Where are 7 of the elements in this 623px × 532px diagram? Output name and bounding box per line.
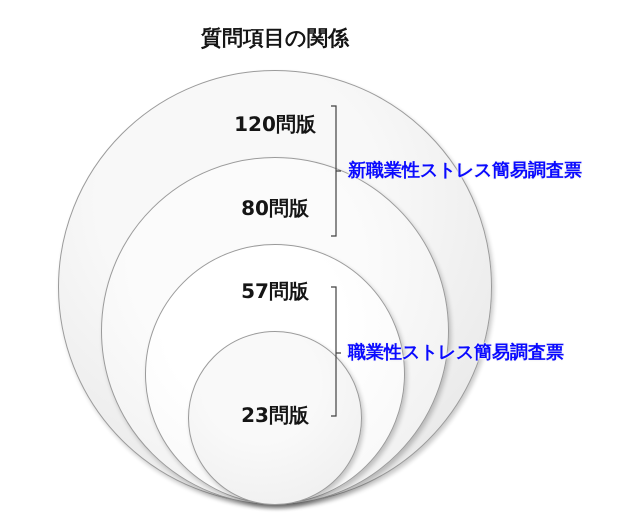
circle-label: 80問版 (241, 196, 309, 220)
circle-label: 57問版 (241, 279, 309, 303)
circle-label: 120問版 (234, 112, 316, 136)
bracket-label: 職業性ストレス簡易調査票 (348, 342, 564, 364)
bracket-label: 新職業性ストレス簡易調査票 (348, 160, 582, 182)
circle-label: 23問版 (241, 403, 309, 427)
title: 質問項目の関係 (201, 25, 349, 51)
